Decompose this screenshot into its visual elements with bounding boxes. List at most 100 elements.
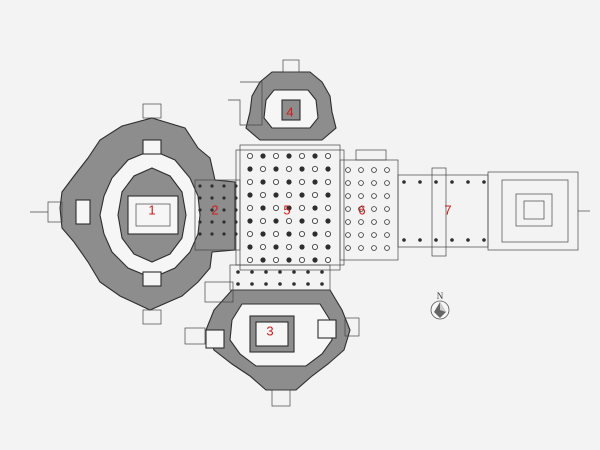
- label-2: 2: [211, 202, 218, 217]
- pillar: [384, 232, 390, 238]
- pillar-grid: [198, 152, 486, 286]
- pillar: [299, 166, 305, 172]
- pillar: [285, 217, 292, 224]
- pillar: [358, 219, 364, 225]
- room-labels: 1 2 3 4 5 6 7: [148, 104, 451, 338]
- pillar: [236, 270, 240, 274]
- pillar: [306, 270, 310, 274]
- pillar: [234, 220, 238, 224]
- pillar: [259, 243, 266, 250]
- mukha-mandapa: [339, 149, 399, 261]
- pillar: [259, 165, 266, 172]
- pillar: [259, 191, 266, 198]
- pillar: [198, 184, 202, 188]
- pillar: [482, 238, 486, 242]
- pillar: [222, 220, 226, 224]
- pillar: [371, 193, 377, 199]
- south-shrine-steps: [271, 389, 291, 407]
- pillar: [325, 244, 331, 250]
- pillar: [247, 218, 253, 224]
- label-1: 1: [148, 202, 155, 217]
- pillar: [358, 206, 364, 212]
- pillar: [286, 257, 292, 263]
- pillar: [325, 166, 331, 172]
- pillar: [345, 180, 351, 186]
- pillar: [299, 218, 305, 224]
- pillar: [298, 152, 305, 159]
- label-7: 7: [444, 202, 451, 217]
- pillar: [384, 206, 390, 212]
- pillar: [358, 245, 364, 251]
- pillar: [236, 282, 240, 286]
- pillar: [311, 191, 318, 198]
- pillar: [210, 196, 214, 200]
- pillar: [246, 152, 253, 159]
- pillar: [272, 152, 279, 159]
- north-shrine-steps: [142, 103, 162, 119]
- pillar: [286, 153, 292, 159]
- pillar: [345, 219, 351, 225]
- pillar: [222, 196, 226, 200]
- pillar: [418, 238, 422, 242]
- pillar: [345, 232, 351, 238]
- pillar: [234, 184, 238, 188]
- pillar: [418, 180, 422, 184]
- pillar: [272, 178, 279, 185]
- pillar: [324, 204, 331, 211]
- pillar: [273, 192, 279, 198]
- label-3: 3: [266, 323, 273, 338]
- east-pavilion-core: [515, 193, 553, 227]
- pillar: [345, 193, 351, 199]
- pillar: [198, 196, 202, 200]
- pillar: [312, 153, 318, 159]
- pillar: [272, 230, 279, 237]
- pillar: [324, 152, 331, 159]
- south-shrine-cella: [255, 321, 289, 347]
- pillar: [384, 180, 390, 186]
- north-shrine-cella: [281, 99, 301, 121]
- pillar: [312, 231, 318, 237]
- pillar: [384, 245, 390, 251]
- south-passage: [229, 264, 331, 291]
- pillar: [345, 206, 351, 212]
- pillar: [260, 153, 266, 159]
- pillar: [285, 165, 292, 172]
- pillar: [345, 167, 351, 173]
- pillar: [358, 167, 364, 173]
- pillar: [285, 243, 292, 250]
- south-shrine-east-niche: [317, 319, 337, 339]
- pillar: [371, 167, 377, 173]
- east-pavilion-ring: [501, 179, 569, 243]
- pillar: [325, 218, 331, 224]
- pillar: [434, 238, 438, 242]
- compass-letter: N: [437, 291, 444, 301]
- pillar: [272, 204, 279, 211]
- east-pavilion-platform: [523, 200, 545, 220]
- pillar: [250, 270, 254, 274]
- pillar: [273, 218, 279, 224]
- pillar: [482, 180, 486, 184]
- east-hall: [397, 174, 489, 248]
- pillar: [298, 230, 305, 237]
- east-gateway: [431, 167, 447, 257]
- niche-north: [142, 139, 162, 155]
- pillar: [260, 205, 266, 211]
- pillar: [210, 184, 214, 188]
- pillar: [298, 204, 305, 211]
- pillar: [273, 244, 279, 250]
- south-east-porch: [344, 317, 360, 337]
- west-sanctum-altar: [135, 203, 171, 227]
- pillar: [272, 256, 279, 263]
- south-west-platform: [184, 327, 206, 345]
- pillar: [286, 231, 292, 237]
- pillar: [234, 208, 238, 212]
- pillar: [247, 166, 253, 172]
- pillar: [234, 232, 238, 236]
- pillar: [450, 180, 454, 184]
- pillar: [311, 217, 318, 224]
- pillar: [247, 192, 253, 198]
- north-arrow-icon: N: [430, 291, 450, 320]
- pillar: [247, 244, 253, 250]
- label-4: 4: [286, 104, 293, 119]
